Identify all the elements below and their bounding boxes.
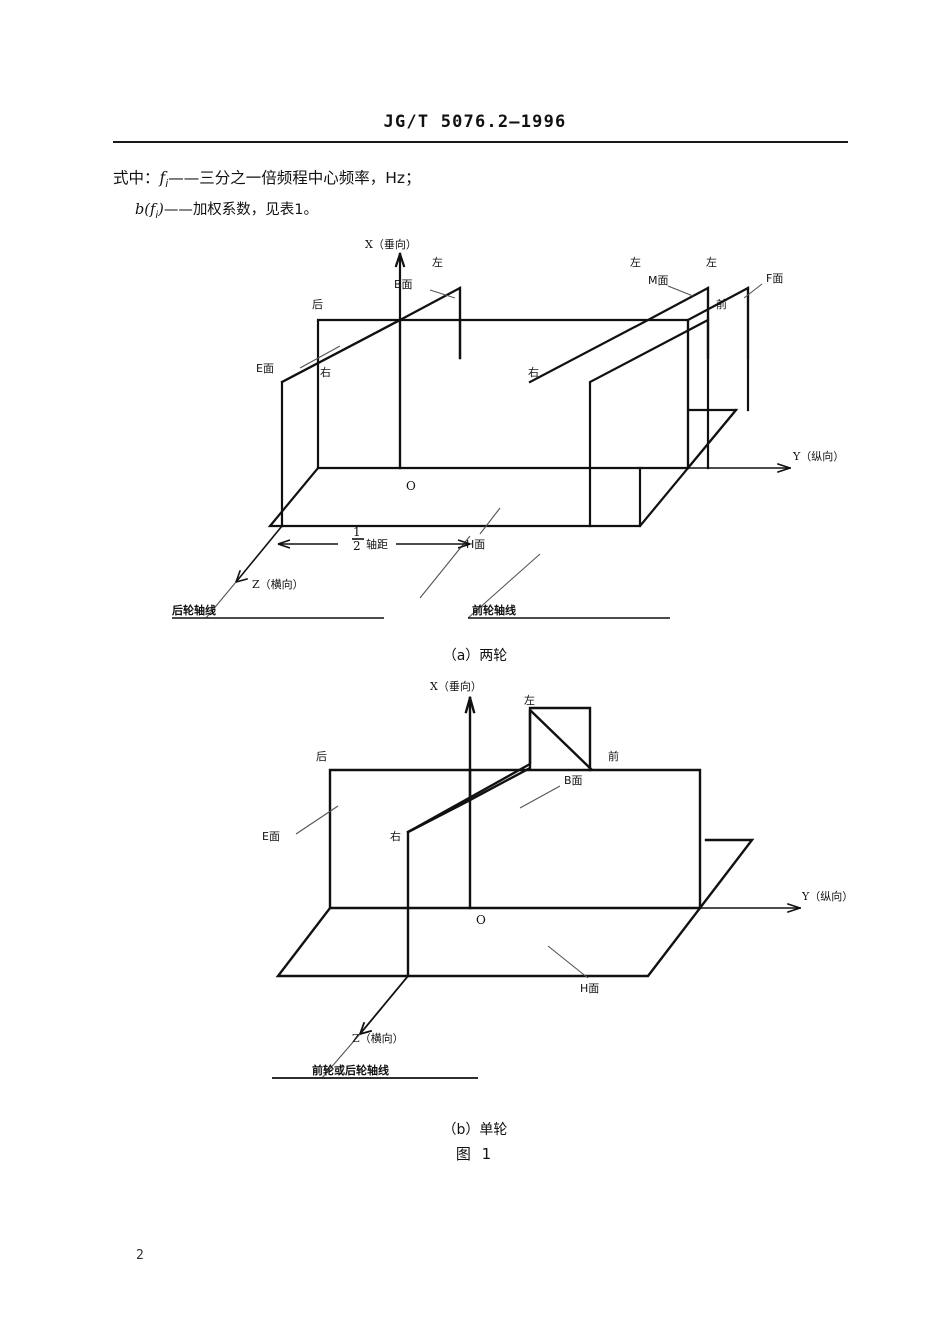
symbol-bf: b(f [135,202,156,219]
vertical-plane-2-left [588,318,710,528]
label-plane-e-b: E面 [262,830,280,843]
right-ledge-b [698,838,755,910]
wheelbase-arrow-right-head [457,539,471,549]
axis-z-arrowhead [234,569,248,584]
symbol-bf-subscript: i [155,209,159,221]
label-right-b: 右 [390,829,401,843]
axis-y-arrowhead-b [786,902,802,914]
plane-b-slant-upper [529,709,593,771]
figure-title: 图 1 [455,1145,495,1163]
figure-a-geometry [234,252,792,584]
figure-a-leader-lines [205,283,763,619]
label-rear-axle-line: 后轮轴线 [172,603,216,617]
legend-line-bfi: b(fi)——加权系数，见表1。 [113,197,733,229]
leader-plane-b [429,289,456,299]
label-front-axle-line: 前轮轴线 [472,603,516,617]
plane-b-triangle [280,286,462,384]
label-origin-o-b: O [476,913,486,927]
label-left-1: 左 [432,256,443,269]
label-front-b: 前 [608,749,619,763]
figure-b-geometry [275,696,802,1036]
page-number: 2 [136,1248,144,1263]
legend-prefix: 式中： [113,169,160,187]
leader-axle-line-b [321,1033,361,1079]
leader-plane-h [479,507,501,535]
leader-plane-m [667,285,694,297]
axis-x-arrowhead-b [464,696,476,714]
legend-text-bfi: ——加权系数，见表1。 [163,202,319,219]
figure-a-caption: （a）两轮 [442,648,508,664]
leader-plane-h-b [547,945,589,979]
figure-b-svg: X（垂向） Y（纵向） Z（横向） O 左 后 前 右 E面 B面 H面 前轮或… [262,679,853,1079]
ground-plane-h [267,466,690,528]
label-axis-z-b: Z（横向） [352,1031,404,1045]
label-fraction-denominator: 2 [353,539,361,553]
label-back: 后 [312,298,323,311]
axis-z-line [234,524,284,584]
label-right-1: 右 [320,365,331,379]
plane-b-left-edge-b [406,768,472,978]
wheelbase-arrow-left-head [277,539,291,549]
label-axis-z: Z（横向） [252,577,304,591]
plane-e-rect-b [328,768,702,910]
figure-b-single-wheel-diagram: X（垂向） Y（纵向） Z（横向） O 左 后 前 右 E面 B面 H面 前轮或… [0,668,950,1118]
figure-b-caption: （b）单轮 [442,1122,508,1138]
label-left-3: 左 [706,256,717,269]
header-divider-rule [113,141,848,143]
formula-legend-block: 式中：fi——三分之一倍频程中心频率，Hz； b(fi)——加权系数，见表1。 [113,165,733,229]
symbol-f: f [159,169,166,187]
leader-plane-e-b [295,805,339,835]
label-plane-e: E面 [256,362,274,375]
label-axis-y: Y（纵向） [792,449,844,463]
leader-plane-f [743,283,763,299]
label-left-2: 左 [630,256,641,269]
leader-plane-e [299,345,341,369]
label-left-b: 左 [524,694,535,707]
label-wheelbase: 轴距 [366,537,388,551]
symbol-bf-close: ) [158,202,164,219]
label-plane-h-b: H面 [580,982,599,995]
label-axis-x-b: X（垂向） [430,679,482,693]
label-plane-m: M面 [648,274,669,287]
label-origin-o: O [406,479,416,493]
legend-line-fi: 式中：fi——三分之一倍频程中心频率，Hz； [113,165,733,197]
wheelbase-dimension [277,538,471,549]
label-axis-x: X（垂向） [365,237,417,251]
label-axle-line-b: 前轮或后轮轴线 [312,1063,389,1077]
label-plane-b-b: B面 [564,774,583,787]
label-front: 前 [716,297,727,311]
label-right-2: 右 [528,365,539,379]
figure-b-leader-lines [295,785,589,1079]
leader-front-axle-upper [419,535,471,599]
ground-plane-h-b [275,906,702,978]
symbol-f-subscript: i [165,177,169,191]
label-plane-h: H面 [466,538,485,551]
figure-b-plane-b-triangle [407,709,593,834]
legend-text-fi: ——三分之一倍频程中心频率，Hz； [168,169,421,187]
label-back-b: 后 [316,750,327,763]
ledge-edge [686,408,738,470]
figure-a-svg: X（垂向） Y（纵向） Z（横向） O 左 左 左 后 前 右 右 E面 B面 … [172,237,844,619]
label-fraction-numerator: 1 [353,525,361,539]
figure-a-two-wheel-diagram: X（垂向） Y（纵向） Z（横向） O 左 左 左 后 前 右 右 E面 B面 … [0,236,950,636]
axis-x-arrowhead [394,252,406,268]
leader-plane-b-b [519,785,561,809]
standard-number-header: JG/T 5076.2—1996 [383,112,567,132]
plane-b-slant-lower [407,762,531,834]
leader-rear-axle [205,581,237,619]
leader-front-axle [467,553,541,619]
axis-z-line-b [358,974,410,1036]
axis-y-arrowhead [776,462,792,474]
axis-z-arrowhead-b [358,1021,373,1036]
label-axis-y-b: Y（纵向） [801,889,853,903]
label-plane-f: F面 [766,272,783,285]
label-plane-b: B面 [394,278,413,291]
plane-e-rect [316,318,690,470]
